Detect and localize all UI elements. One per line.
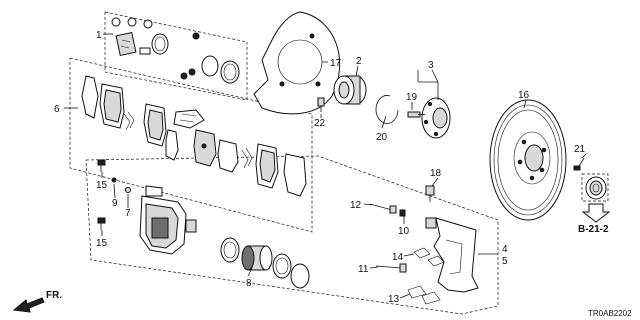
bolt-22 (317, 97, 325, 112)
callout-12: 12 (350, 200, 362, 211)
seal-kit-seal-inner (154, 36, 166, 52)
leader-lines (64, 33, 587, 299)
disc-screw-21 (573, 157, 585, 171)
caliper-bracket (425, 217, 479, 293)
callout-9: 9 (112, 198, 118, 209)
snap-ring (375, 95, 399, 124)
seal-kit-cap-a (192, 32, 200, 40)
callout-7: 7 (125, 208, 131, 219)
caliper-bolts (97, 159, 131, 230)
direction-arrow-icon (12, 297, 45, 313)
seal-kit-cap-c (188, 68, 196, 76)
callout-10: 10 (398, 226, 410, 237)
callout-15-upper: 15 (96, 180, 108, 191)
callout-2: 2 (356, 56, 362, 67)
hub-assembly (407, 97, 451, 139)
brake-disc (489, 99, 567, 221)
callout-4: 4 (502, 244, 508, 255)
callout-1: 1 (96, 30, 102, 41)
reference-part-hub-nut (581, 173, 609, 202)
seal-kit-boot-inner (223, 63, 237, 81)
guide-pin-12 (369, 203, 406, 217)
callout-20: 20 (376, 132, 388, 143)
pad-set-parts (81, 75, 307, 197)
seal-kit-group-outline (104, 11, 248, 101)
callout-14: 14 (392, 252, 404, 263)
drawing-code: TR0AB2202 (588, 309, 632, 318)
direction-label: FR. (46, 290, 62, 301)
pad-set-group-outline (69, 57, 313, 233)
clips-13-14 (407, 247, 445, 305)
direction-indicator: FR. (12, 290, 62, 313)
callout-21: 21 (574, 144, 586, 155)
seal-kit-ring-b (127, 17, 137, 27)
seal-kit-ring-c (143, 19, 153, 29)
wheel-bearing (333, 75, 367, 105)
callout-19: 19 (406, 92, 418, 103)
reference-arrow (581, 203, 611, 223)
callout-18: 18 (430, 168, 442, 179)
seal-kit-cap-b (180, 72, 188, 80)
callout-6: 6 (54, 104, 60, 115)
callout-5: 5 (502, 256, 508, 267)
callout-13: 13 (388, 294, 400, 305)
seal-kit-parts (111, 17, 240, 84)
piston-set (220, 237, 310, 289)
seal-kit-tab (139, 47, 151, 55)
callout-labels: 1 2 3 4 5 6 7 8 9 10 11 12 13 14 15 15 1… (54, 30, 586, 305)
callout-16: 16 (518, 90, 530, 101)
group-outlines (69, 11, 499, 315)
callout-11: 11 (358, 264, 369, 275)
splash-shield (253, 11, 341, 115)
grease-pack (115, 31, 137, 57)
bleeder-18 (425, 185, 435, 202)
caliper-group-outline (85, 155, 499, 315)
caliper-body (139, 185, 197, 255)
seal-kit-seal (151, 33, 169, 55)
callout-15-lower: 15 (96, 238, 108, 249)
guide-pin-11 (375, 263, 407, 273)
reference-label: B-21-2 (578, 224, 609, 235)
callout-17: 17 (330, 58, 342, 69)
callout-8: 8 (246, 278, 252, 289)
seal-kit-ring-large (201, 55, 219, 77)
callout-22: 22 (314, 118, 326, 129)
grease-pack-print (120, 39, 131, 49)
seal-kit-ring-a (111, 17, 121, 27)
callout-3: 3 (428, 60, 434, 71)
